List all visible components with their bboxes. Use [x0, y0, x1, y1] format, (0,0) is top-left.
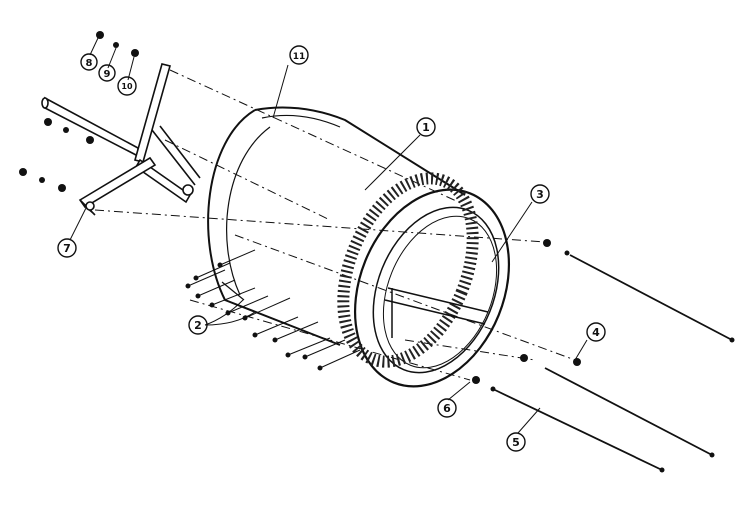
callout-8: 8: [80, 53, 98, 71]
callout-6: 6: [437, 398, 457, 418]
frame-fasteners: [19, 31, 139, 192]
svg-text:3: 3: [536, 188, 544, 201]
assembly-centerlines: [94, 69, 576, 381]
callout-1: 1: [416, 117, 436, 137]
callout-11: 11: [289, 45, 309, 65]
callout-3: 3: [530, 184, 550, 204]
svg-text:10: 10: [121, 82, 133, 91]
callout-9: 9: [98, 64, 116, 82]
tie-rods: [494, 254, 733, 471]
svg-text:6: 6: [443, 402, 451, 415]
screws: [185, 249, 361, 371]
svg-text:4: 4: [592, 326, 600, 339]
svg-text:11: 11: [293, 52, 306, 62]
rod-fasteners: [472, 239, 735, 473]
svg-text:1: 1: [422, 121, 430, 134]
callout-7: 7: [57, 238, 77, 258]
svg-text:5: 5: [512, 436, 520, 449]
svg-text:9: 9: [104, 69, 111, 80]
drum-cylinder: [207, 106, 511, 388]
callout-4: 4: [586, 322, 606, 342]
callout-2: 2: [188, 315, 208, 335]
leader-lines: [69, 37, 588, 434]
svg-text:7: 7: [63, 242, 71, 255]
mounting-frame: [41, 63, 201, 216]
svg-text:2: 2: [194, 319, 202, 332]
svg-text:8: 8: [86, 58, 93, 69]
callout-10: 10: [117, 76, 137, 96]
callout-5: 5: [506, 432, 526, 452]
